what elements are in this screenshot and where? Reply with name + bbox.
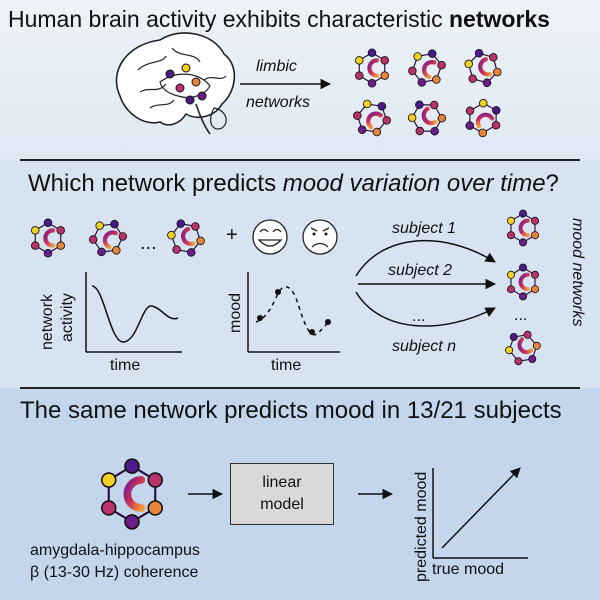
model-line-2: model [260, 496, 304, 513]
linear-model-box: linear model [230, 463, 334, 525]
prediction-plot: predicted mood [413, 467, 528, 582]
ellipsis: ... [140, 232, 157, 254]
happy-face-icon [252, 219, 288, 255]
panel3-title: The same network predicts mood in 13/21 … [20, 397, 562, 424]
sad-face-icon [302, 219, 338, 255]
network-caption-region: amygdala-hippocampus [30, 542, 200, 559]
time-label-mood: time [271, 357, 302, 374]
y-axis-label-activity: activity [59, 293, 76, 342]
divider-2 [20, 387, 580, 389]
subject-1-label: subject 1 [392, 220, 457, 237]
divider-1 [20, 159, 580, 161]
subject-ellipsis: ... [412, 308, 426, 325]
mood-networks-column [499, 210, 546, 372]
selected-network [102, 459, 162, 529]
subject-arrows [355, 239, 497, 327]
plus-sign: + [226, 224, 238, 246]
y-axis-label-mood: mood [227, 293, 244, 333]
panel-mood-prediction [0, 160, 600, 388]
y-axis-label-predicted-mood: predicted mood [413, 472, 430, 582]
arrow-label-limbic: limbic [256, 58, 297, 75]
mood-networks-label: mood networks [569, 218, 586, 327]
y-axis-label-network-activity: network [39, 293, 56, 350]
x-axis-label-true-mood: true mood [432, 561, 505, 578]
panel-brain-networks [0, 0, 600, 160]
candidate-networks [31, 214, 208, 263]
network-activity-plot: network activity [39, 272, 182, 353]
time-label-activity: time [110, 357, 141, 374]
brain-illustration [115, 32, 236, 135]
mood-plot: mood [227, 272, 340, 353]
arrow-label-networks: networks [246, 94, 311, 111]
mood-networks-vertical-dots: ... [514, 307, 527, 324]
model-line-1: linear [262, 474, 302, 491]
network-grid [347, 44, 508, 143]
subject-n-label: subject n [392, 338, 457, 355]
network-caption-band: β (13-30 Hz) coherence [30, 564, 199, 581]
subject-2-label: subject 2 [388, 262, 453, 279]
panel2-title: Which network predicts mood variation ov… [28, 170, 559, 197]
panel1-title: Human brain activity exhibits characteri… [8, 6, 550, 32]
